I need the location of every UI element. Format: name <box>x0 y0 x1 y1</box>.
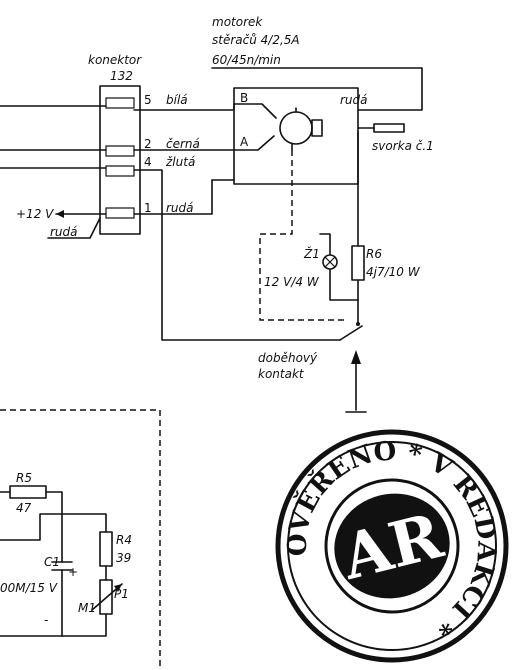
motor-armature <box>279 111 313 145</box>
pin-5-wire: bílá <box>166 93 188 107</box>
pin-2-wire: černá <box>166 137 200 151</box>
connector-socket-2 <box>105 145 135 157</box>
stamp-center-disc <box>334 493 450 599</box>
stamp-outer-ring <box>275 429 509 663</box>
contact-label-line2: kontakt <box>258 367 305 381</box>
r6-name: R6 <box>366 247 382 261</box>
r5-value: 47 <box>16 501 32 515</box>
c1-name: C1 <box>44 555 60 569</box>
r4-name: R4 <box>116 533 132 547</box>
supply-wire-colour: rudá <box>50 225 78 239</box>
p1-name: P1 <box>114 587 129 601</box>
connector-socket-4 <box>105 165 135 177</box>
connector-socket-5 <box>105 97 135 109</box>
wire-pin4-to-contact <box>133 169 341 341</box>
motor-title: motorek <box>212 15 263 29</box>
connector-socket-1 <box>105 207 135 219</box>
connector-title: konektor <box>88 53 142 67</box>
lower-bottom-rail <box>61 613 107 637</box>
stamp-inner-ring-1 <box>287 441 497 651</box>
p1-wiper-head <box>114 584 122 592</box>
pin-5-number: 5 <box>144 93 152 107</box>
pin-1-number: 1 <box>144 201 152 215</box>
r4-value: 39 <box>116 551 131 565</box>
r4-body <box>99 531 113 567</box>
contact-label-line1: doběhový <box>258 351 318 365</box>
wire-pin1-up <box>133 179 213 215</box>
motor-speed: 60/45n/min <box>212 53 281 67</box>
supply-voltage: +12 V <box>16 207 54 221</box>
motor-brush-b <box>233 103 277 119</box>
r5-name: R5 <box>16 471 32 485</box>
motor-terminal-b: B <box>240 91 248 105</box>
c1-minus: - <box>44 613 48 627</box>
supply-wire-branch <box>47 217 101 239</box>
terminal-clamp-label: svorka č.1 <box>372 139 434 153</box>
lamp-cross <box>324 256 336 268</box>
motor-subtitle: stěračů 4/2,5A <box>212 33 300 47</box>
motor-shaft <box>311 119 323 137</box>
r5-body <box>9 485 47 499</box>
lamp-lead-top <box>319 233 331 255</box>
lower-top-rail <box>0 513 107 541</box>
r6-body <box>351 245 365 281</box>
motor-terminal-a: A <box>240 135 249 149</box>
connector-body <box>99 85 141 235</box>
mechanical-link-dashed <box>259 150 344 321</box>
motor-brush-a <box>233 135 275 151</box>
verification-stamp: OVĚŘENO * V REDAKCI * AR <box>260 413 516 670</box>
pin-2-number: 2 <box>144 137 152 151</box>
lamp-name: Ž1 <box>303 246 320 261</box>
lamp-rating: 12 V/4 W <box>264 275 320 289</box>
stamp-inner-ring-2 <box>324 478 460 614</box>
r5-lead-right <box>45 491 63 515</box>
c1-value: 00M/15 V <box>0 581 58 595</box>
c1-plus: + <box>68 565 78 579</box>
pin-1-wire: rudá <box>166 201 194 215</box>
lamp-lead-bottom <box>329 269 359 301</box>
motor-wire-right: rudá <box>340 93 368 107</box>
connector-number: 132 <box>110 69 133 83</box>
r6-value: 4j7/10 W <box>366 265 421 279</box>
contact-switch-arm <box>339 325 363 341</box>
actuator-arrow-head <box>351 350 361 364</box>
wire-motor-top-loop <box>211 67 423 111</box>
supply-arrow <box>56 210 64 218</box>
lower-board-outline <box>0 409 161 670</box>
m1-name: M1 <box>78 601 96 615</box>
terminal-clamp-body <box>373 123 405 133</box>
lamp-symbol <box>322 254 338 270</box>
contact-pivot <box>356 322 360 326</box>
pin-4-number: 4 <box>144 155 152 169</box>
pin-4-wire: žlutá <box>165 155 195 169</box>
